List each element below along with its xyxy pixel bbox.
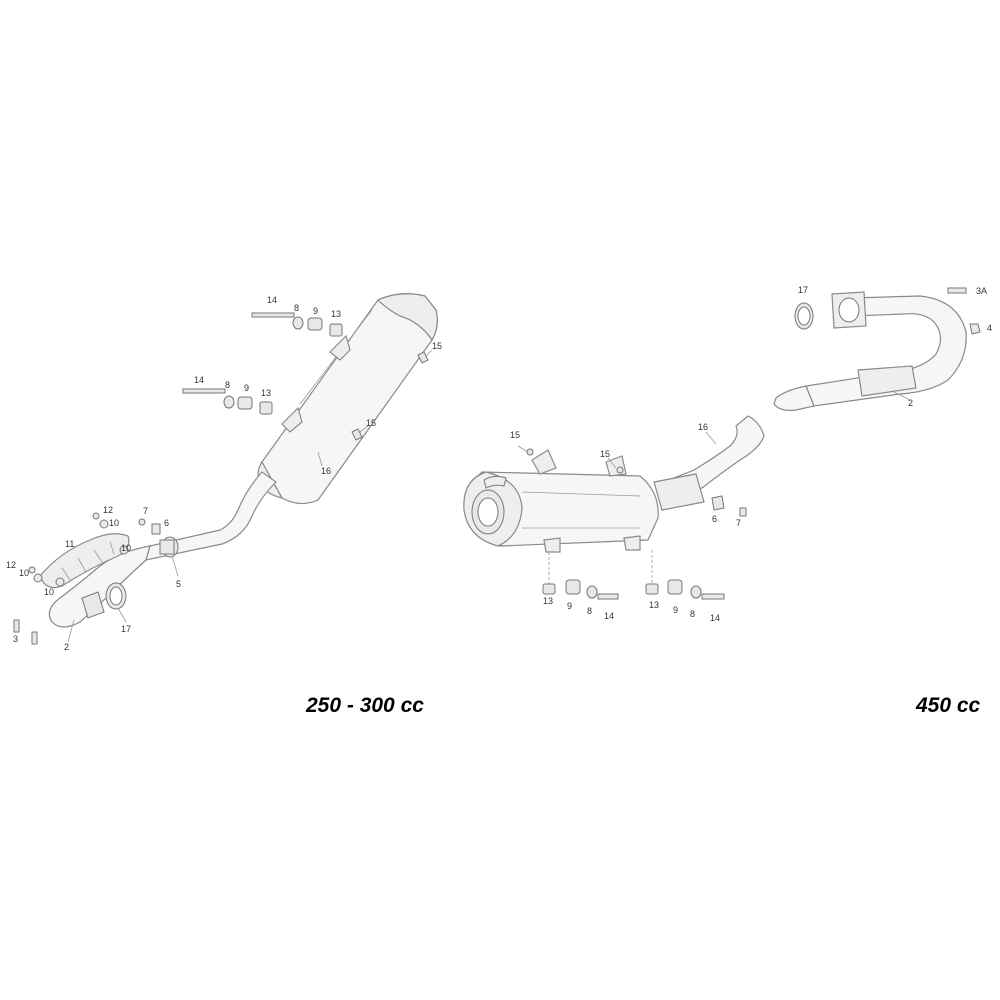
left-callout-8a: 8 [294, 303, 299, 313]
left-callout-3: 3 [13, 634, 18, 644]
left-callout-8b: 8 [225, 380, 230, 390]
left-callout-6: 6 [164, 518, 169, 528]
left-callout-7: 7 [143, 506, 148, 516]
right-callout-8a: 8 [587, 606, 592, 616]
left-callout-10a: 10 [109, 518, 119, 528]
right-hardware-lower [542, 550, 725, 600]
right-callout-4: 4 [987, 323, 992, 333]
right-callout-16: 16 [698, 422, 708, 432]
right-callout-14a: 14 [604, 611, 614, 621]
left-callout-15a: 15 [432, 341, 442, 351]
right-callout-13b: 13 [649, 600, 659, 610]
left-heat-shield [39, 533, 130, 589]
left-hardware-lower [13, 512, 161, 645]
left-callout-13a: 13 [331, 309, 341, 319]
right-callout-7: 7 [736, 518, 741, 528]
left-callout-10c: 10 [19, 568, 29, 578]
right-callout-2: 2 [908, 398, 913, 408]
right-callout-3a: 3A [976, 286, 987, 296]
right-callout-14b: 14 [710, 613, 720, 623]
left-callout-10d: 10 [44, 587, 54, 597]
left-hardware-upper [182, 312, 429, 441]
right-callout-15a: 15 [510, 430, 520, 440]
right-callout-9b: 9 [673, 605, 678, 615]
right-header-pipe [773, 287, 981, 411]
right-assembly-450cc: 17 3A 4 2 16 15 15 6 7 13 9 8 14 13 9 8 … [463, 285, 992, 623]
left-callout-16: 16 [321, 466, 331, 476]
right-callout-8b: 8 [690, 609, 695, 619]
left-header-pipe [48, 471, 277, 628]
right-muffler [463, 448, 659, 553]
left-callout-12a: 12 [103, 505, 113, 515]
left-callout-17: 17 [121, 624, 131, 634]
left-callout-5: 5 [176, 579, 181, 589]
right-callout-17: 17 [798, 285, 808, 295]
left-callout-9a: 9 [313, 306, 318, 316]
left-callout-2: 2 [64, 642, 69, 652]
right-callout-13a: 13 [543, 596, 553, 606]
left-assembly-250-300cc: 14 8 9 13 15 14 8 9 13 15 16 12 10 7 6 1… [6, 293, 442, 652]
left-callout-13b: 13 [261, 388, 271, 398]
right-callout-15b: 15 [600, 449, 610, 459]
left-callout-15b: 15 [366, 418, 376, 428]
right-link-pipe [653, 415, 765, 517]
left-callout-14b: 14 [194, 375, 204, 385]
right-callout-9a: 9 [567, 601, 572, 611]
left-callout-12b: 12 [6, 560, 16, 570]
left-muffler [257, 293, 438, 505]
caption-250-300cc: 250 - 300 cc [305, 694, 424, 717]
caption-450cc: 450 cc [915, 694, 981, 717]
left-callout-9b: 9 [244, 383, 249, 393]
left-callout-11: 11 [65, 539, 74, 549]
left-callout-14a: 14 [267, 295, 277, 305]
left-callout-10b: 10 [121, 543, 131, 553]
right-callout-6: 6 [712, 514, 717, 524]
